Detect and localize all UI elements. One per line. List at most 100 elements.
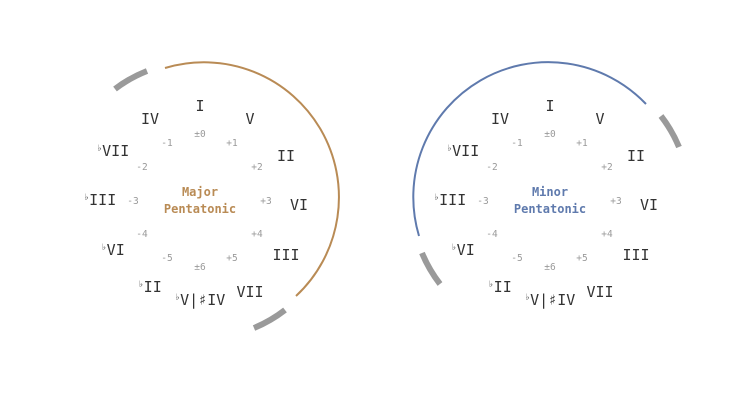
minor-offset-ii: +2	[601, 162, 612, 173]
minor-numeral-flat-iii: ♭III	[434, 191, 467, 209]
major-flat-flat-vii: ♭	[97, 144, 102, 154]
minor-position-ii: II +2	[601, 147, 645, 173]
minor-pentatonic-circle: I±0 V+1 II+2 VI+3 III+4 VII+5 ♭V|♯IV±6 ♭…	[412, 61, 682, 309]
minor-numeral-vi: VI	[640, 196, 658, 214]
major-gap-dash-top	[113, 68, 149, 92]
major-roman-flat-ii: II	[144, 278, 162, 296]
major-position-tritone: ♭V|♯IV ±6	[175, 262, 226, 309]
minor-offset-i: ±0	[544, 129, 556, 140]
major-numeral-flat-vi: ♭VI	[101, 241, 124, 259]
major-position-flat-vii: ♭VII -2	[97, 142, 148, 173]
major-offset-tritone: ±6	[194, 262, 206, 273]
major-roman-v: V	[245, 110, 254, 128]
minor-roman-flat-iii: III	[439, 191, 466, 209]
major-offset-flat-iii: -3	[127, 196, 138, 207]
minor-position-flat-vi: ♭VI-4	[451, 229, 498, 259]
minor-numeral-ii: II	[627, 147, 645, 165]
major-title-line2: Pentatonic	[164, 202, 236, 216]
major-roman-ii: II	[277, 147, 295, 165]
minor-offset-flat-iii: -3	[477, 196, 488, 207]
major-position-ii: II +2	[251, 147, 295, 173]
major-offset-v: +1	[226, 138, 238, 149]
minor-position-iii: III +4	[601, 229, 649, 264]
major-position-iv: IV-1	[141, 110, 173, 149]
minor-roman-iv: IV	[491, 110, 509, 128]
minor-gap-dash-left	[419, 251, 443, 286]
minor-offset-v: +1	[576, 138, 588, 149]
major-roman-iv: IV	[141, 110, 159, 128]
minor-roman-flat-vii: VII	[452, 142, 479, 160]
major-numeral-tritone: ♭V|♯IV	[175, 291, 226, 309]
major-offset-i: ±0	[194, 129, 206, 140]
minor-flat-flat-ii: ♭	[488, 280, 493, 290]
minor-gap-dash-right	[658, 114, 682, 149]
minor-roman-ii: II	[627, 147, 645, 165]
minor-numeral-tritone: ♭V|♯IV	[525, 291, 576, 309]
major-position-flat-ii: ♭II-5	[138, 253, 172, 296]
major-offset-vii: +5	[226, 253, 237, 264]
major-position-iii: III+4	[251, 229, 299, 264]
major-pentatonic-circle: I±0 V+1 II+2 VI+3 III+4 VII+5 ♭V|♯IV±6 ♭…	[84, 61, 340, 331]
minor-roman-flat-ii: II	[494, 278, 512, 296]
minor-flat-flat-vii: ♭	[447, 144, 452, 154]
major-gap-dash-bottom	[252, 307, 287, 331]
minor-offset-vii: +5	[576, 253, 587, 264]
major-position-flat-iii: ♭III-3	[84, 191, 139, 209]
major-roman-vii: VII	[236, 283, 263, 301]
minor-flat-flat-iii: ♭	[434, 193, 439, 203]
minor-position-i: I ±0	[544, 97, 556, 140]
minor-position-tritone: ♭V|♯IV ±6	[525, 262, 576, 309]
major-position-flat-vi: ♭VI-4	[101, 229, 148, 259]
major-offset-ii: +2	[251, 162, 262, 173]
minor-roman-vii: VII	[586, 283, 613, 301]
major-numeral-iv: IV	[141, 110, 159, 128]
minor-position-v: V +1	[576, 110, 604, 149]
major-numeral-ii: II	[277, 147, 295, 165]
minor-roman-iii: III	[622, 246, 649, 264]
minor-offset-flat-ii: -5	[511, 253, 522, 264]
minor-flat-tritone: ♭	[525, 293, 530, 303]
major-offset-vi: +3	[260, 196, 271, 207]
minor-title-line2: Pentatonic	[514, 202, 586, 216]
major-numeral-v: V	[245, 110, 254, 128]
minor-arc	[412, 61, 647, 237]
minor-position-iv: IV-1	[491, 110, 523, 149]
minor-offset-iii: +4	[601, 229, 613, 240]
minor-numeral-iii: III	[622, 246, 649, 264]
major-roman-tritone: V|♯IV	[180, 291, 225, 309]
major-flat-flat-ii: ♭	[138, 280, 143, 290]
minor-numeral-i: I	[545, 97, 554, 115]
major-position-vii: VII +5	[226, 253, 263, 301]
minor-numeral-flat-vii: ♭VII	[447, 142, 480, 160]
minor-position-flat-vii: ♭VII-2	[447, 142, 498, 173]
minor-numeral-vii: VII	[586, 283, 613, 301]
major-roman-flat-iii: III	[89, 191, 116, 209]
minor-roman-vi: VI	[640, 196, 658, 214]
minor-offset-flat-vi: -4	[486, 229, 498, 240]
minor-title-line1: Minor	[532, 185, 568, 199]
major-flat-tritone: ♭	[175, 293, 180, 303]
major-position-i: I±0	[194, 97, 206, 140]
major-numeral-vi: VI	[290, 196, 308, 214]
major-flat-flat-vi: ♭	[101, 243, 106, 253]
minor-position-vi: VI+3	[610, 196, 658, 214]
minor-roman-i: I	[545, 97, 554, 115]
major-arc	[164, 61, 340, 297]
minor-roman-flat-vi: VI	[457, 241, 475, 259]
major-position-vi: VI +3	[260, 196, 308, 214]
minor-roman-tritone: V|♯IV	[530, 291, 575, 309]
major-offset-iv: -1	[161, 138, 173, 149]
major-numeral-iii: III	[272, 246, 299, 264]
minor-offset-tritone: ±6	[544, 262, 556, 273]
major-offset-flat-vii: -2	[136, 162, 147, 173]
major-numeral-vii: VII	[236, 283, 263, 301]
minor-position-flat-ii: ♭II -5	[488, 253, 522, 296]
minor-position-vii: VII +5	[576, 253, 613, 301]
minor-roman-v: V	[595, 110, 604, 128]
major-roman-flat-vi: VI	[107, 241, 125, 259]
minor-position-flat-iii: ♭III -3	[434, 191, 489, 209]
major-numeral-flat-ii: ♭II	[138, 278, 161, 296]
major-title-line1: Major	[182, 185, 218, 199]
major-numeral-flat-vii: ♭VII	[97, 142, 130, 160]
